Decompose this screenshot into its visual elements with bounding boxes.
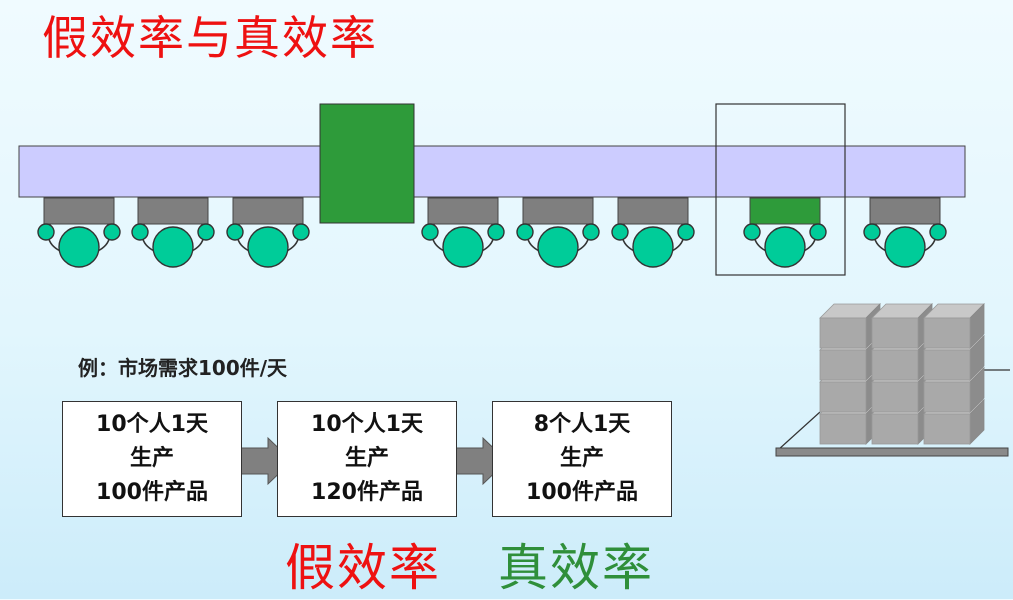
workstation [138,198,208,224]
worker-icon [227,224,309,267]
worker-icon [422,224,504,267]
workstation [750,198,820,224]
scenario-box-2: 10个人1天 生产 120件产品 [277,401,457,517]
worker-icon [744,224,826,267]
workstation [870,198,940,224]
workstation [618,198,688,224]
example-note: 例：市场需求100件/天 [78,352,287,381]
worker-icon [132,224,214,267]
scenario-box-1: 10个人1天 生产 100件产品 [62,401,242,517]
worker-icon [517,224,599,267]
scenario-line: 生产 [560,442,604,476]
scenario-line: 100件产品 [96,476,208,510]
stacked-boxes-icon [776,304,1010,456]
true-efficiency-label: 真效率 [498,528,654,600]
scenario-line: 100件产品 [526,476,638,510]
worker-icon [612,224,694,267]
workstation [44,198,114,224]
scenario-box-3: 8个人1天 生产 100件产品 [492,401,672,517]
inventory-block [320,104,414,223]
scenario-line: 生产 [130,442,174,476]
scenario-line: 8个人1天 [534,408,631,442]
workstation [233,198,303,224]
scenario-line: 120件产品 [311,476,423,510]
worker-icon [864,224,946,267]
false-efficiency-label: 假效率 [285,528,441,600]
scenario-line: 10个人1天 [311,408,423,442]
conveyor-belt [19,146,965,197]
scenario-line: 生产 [345,442,389,476]
scenario-line: 10个人1天 [96,408,208,442]
workstation [523,198,593,224]
workstation [428,198,498,224]
worker-icon [38,224,120,267]
